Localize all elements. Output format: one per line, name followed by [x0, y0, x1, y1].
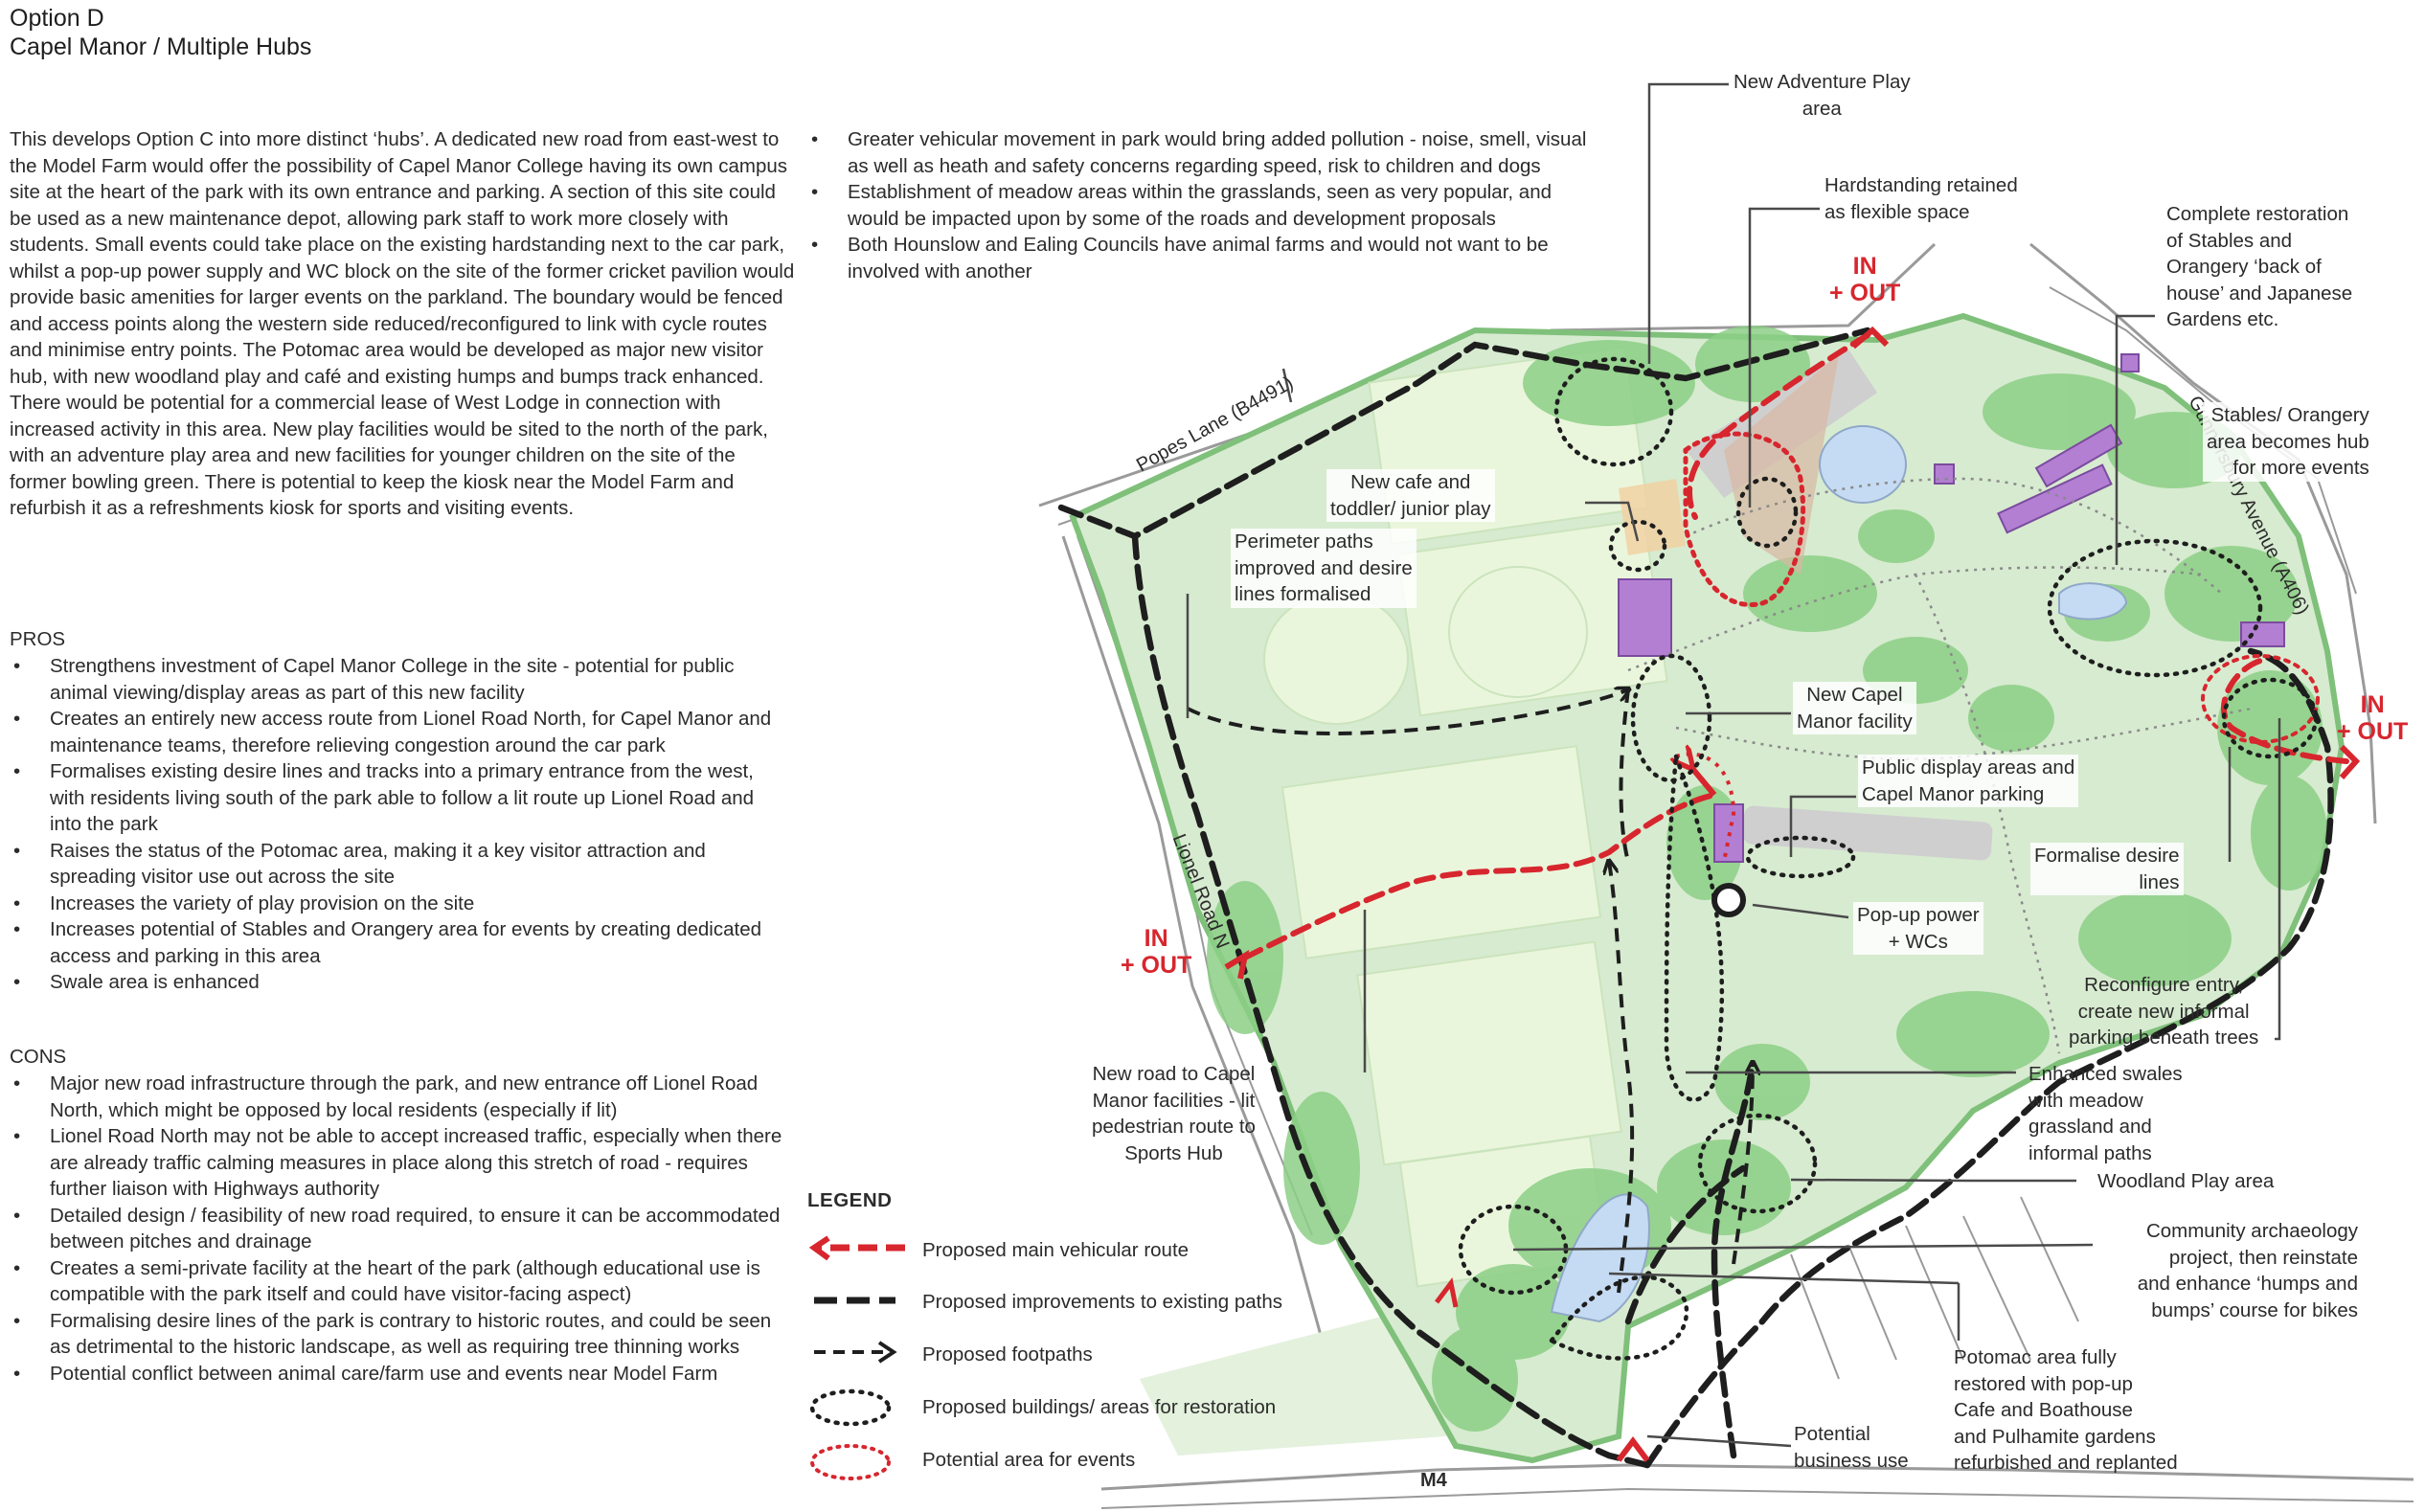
- annotation-perimeter-paths: Perimeter paths improved and desire line…: [1231, 529, 1416, 608]
- legend-item-improved-paths: Proposed improvements to existing paths: [807, 1283, 1344, 1321]
- annotation-stables-hub: Stables/ Orangery area becomes hub for m…: [2203, 402, 2373, 482]
- legend-label: Proposed improvements to existing paths: [922, 1291, 1283, 1313]
- cons-item: Formalising desire lines of the park is …: [10, 1308, 785, 1361]
- annotation-swales: Enhanced swales with meadow grassland an…: [2028, 1063, 2183, 1164]
- entry-arrow-south: [1616, 1436, 1650, 1462]
- pros-list: Strengthens investment of Capel Manor Co…: [10, 653, 785, 996]
- concern-item: Greater vehicular movement in park would…: [807, 126, 1593, 179]
- annotation-potomac: Potomac area fully restored with pop-up …: [1954, 1346, 2178, 1474]
- annotation-capel-facility: New Capel Manor facility: [1793, 682, 1916, 734]
- road-label-m4: M4: [1420, 1470, 1447, 1491]
- annotation-archaeology: Community archaeology project, then rein…: [2137, 1220, 2358, 1321]
- cons-item: Potential conflict between animal care/f…: [10, 1361, 785, 1388]
- annotation-public-display: Public display areas and Capel Manor par…: [1858, 755, 2079, 807]
- concerns-list: Greater vehicular movement in park would…: [807, 126, 1593, 284]
- annotation-business-use: Potential business use: [1794, 1423, 1909, 1472]
- popup-power-site: [1711, 883, 1746, 917]
- lionel-road: [1061, 535, 1343, 1409]
- entry-arrow-west: [1224, 949, 1250, 980]
- entrance-label-east: IN + OUT: [2337, 691, 2409, 745]
- legend-label: Potential area for events: [922, 1449, 1136, 1471]
- pros-heading: PROS: [10, 628, 66, 650]
- pros-item: Strengthens investment of Capel Manor Co…: [10, 653, 785, 706]
- entrance-label-west: IN + OUT: [1121, 925, 1192, 979]
- intro-paragraph: This develops Option C into more distinc…: [10, 128, 795, 519]
- cons-item: Detailed design / feasibility of new roa…: [10, 1203, 785, 1255]
- entry-arrow-north: [1851, 326, 1890, 350]
- event-area-center: [1675, 752, 1736, 863]
- car-park: [1742, 805, 1993, 861]
- concern-item: Both Hounslow and Ealing Councils have a…: [807, 232, 1593, 284]
- entrance-label-north: IN + OUT: [1829, 253, 1901, 306]
- pros-item: Formalises existing desire lines and tra…: [10, 758, 785, 838]
- pros-item: Creates an entirely new access route fro…: [10, 706, 785, 758]
- annotation-new-cafe: New cafe and toddler/ junior play: [1326, 469, 1495, 522]
- legend-item-vehicular: Proposed main vehicular route: [807, 1231, 1344, 1270]
- cons-item: Lionel Road North may not be able to acc…: [10, 1123, 785, 1203]
- annotation-reconfigure-entry: Reconfigure entry, create new informal p…: [2069, 974, 2259, 1049]
- title-line-2: Capel Manor / Multiple Hubs: [10, 34, 312, 60]
- event-area-east: [2201, 654, 2320, 744]
- entry-arrow-east: [2339, 744, 2361, 779]
- leader-lines: [1186, 82, 2281, 1448]
- annotation-formalise-desire: Formalise desire lines: [2030, 843, 2184, 895]
- annotation-woodland-play: Woodland Play area: [2097, 1170, 2275, 1192]
- title-line-1: Option D: [10, 5, 104, 32]
- legend-symbols: [808, 1235, 905, 1480]
- cons-heading: CONS: [10, 1046, 67, 1068]
- legend-item-footpaths: Proposed footpaths: [807, 1336, 1344, 1374]
- page-title: Option D Capel Manor / Multiple Hubs: [10, 4, 311, 61]
- buildings: [1618, 353, 2285, 863]
- cons-list: Major new road infrastructure through th…: [10, 1071, 785, 1387]
- legend-label: Proposed footpaths: [922, 1343, 1093, 1365]
- proposed-footpaths: [1187, 689, 1753, 1294]
- pros-item: Increases potential of Stables and Orang…: [10, 916, 785, 969]
- annotation-hardstanding: Hardstanding retained as flexible space: [1824, 174, 2018, 223]
- pond-north: [1819, 425, 1907, 504]
- legend-title: LEGEND: [807, 1189, 893, 1211]
- legend-label: Proposed buildings/ areas for restoratio…: [922, 1396, 1277, 1418]
- cons-item: Major new road infrastructure through th…: [10, 1071, 785, 1123]
- entry-arrow-sw: [1435, 1277, 1459, 1308]
- annotation-popup-power: Pop-up power + WCs: [1853, 902, 1983, 955]
- annotation-adventure-play: New Adventure Play area: [1734, 71, 1911, 120]
- pond-east: [2058, 582, 2128, 621]
- pros-item: Swale area is enhanced: [10, 969, 785, 996]
- m4-road: [1100, 1463, 2414, 1491]
- concern-item: Establishment of meadow areas within the…: [807, 179, 1593, 232]
- annotation-new-road: New road to Capel Manor facilities - lit…: [1092, 1063, 1256, 1164]
- cons-item: Creates a semi-private facility at the h…: [10, 1255, 785, 1308]
- legend-label: Proposed main vehicular route: [922, 1239, 1190, 1261]
- legend-item-events: Potential area for events: [807, 1441, 1344, 1479]
- legend-item-restoration: Proposed buildings/ areas for restoratio…: [807, 1388, 1344, 1427]
- pros-item: Raises the status of the Potomac area, m…: [10, 838, 785, 891]
- pros-item: Increases the variety of play provision …: [10, 891, 785, 917]
- improved-paths: [1057, 327, 2334, 1469]
- annotation-stables-restoration: Complete restoration of Stables and Oran…: [2166, 203, 2353, 330]
